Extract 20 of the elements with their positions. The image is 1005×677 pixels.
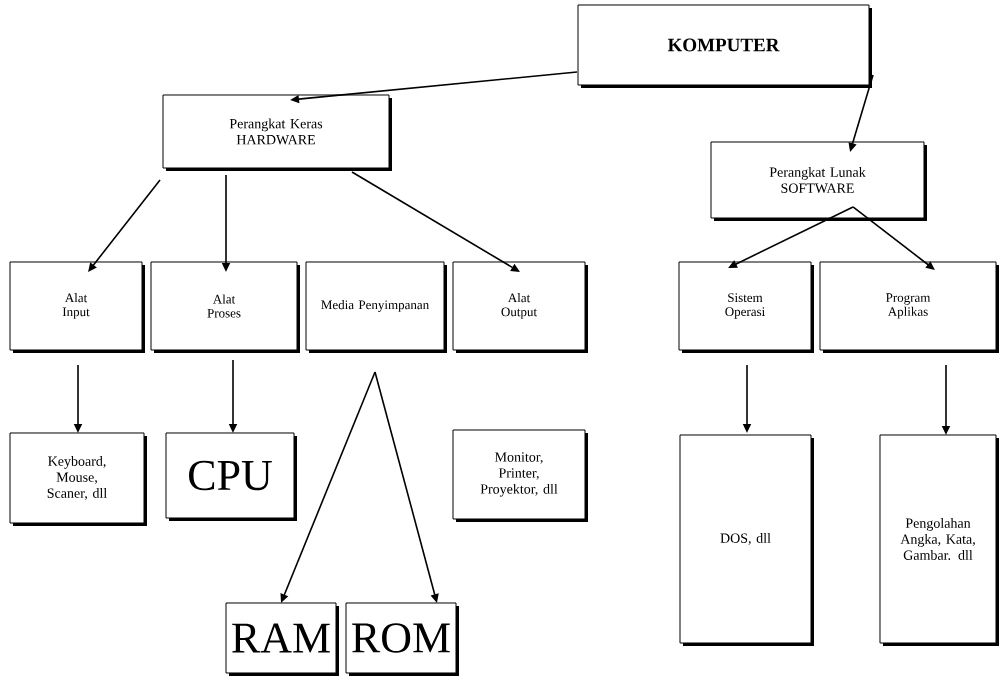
category-box: Perangkat Keras HARDWARE bbox=[162, 94, 392, 171]
group-box: Media Penyimpanan bbox=[305, 261, 447, 353]
item-box: DOS, dll bbox=[679, 434, 814, 646]
arrow bbox=[852, 206, 935, 270]
item-box: ROM bbox=[345, 602, 459, 676]
arrow bbox=[728, 206, 854, 268]
title-box: KOMPUTER bbox=[577, 4, 872, 88]
item-box: Pengolahan Angka, Kata, Gambar. dll bbox=[879, 434, 999, 646]
item-box: RAM bbox=[225, 602, 339, 676]
item-box: Monitor, Printer, Proyektor, dll bbox=[452, 429, 588, 522]
category-box: Perangkat Lunak SOFTWARE bbox=[710, 141, 927, 221]
item-box: CPU bbox=[165, 432, 297, 521]
arrow bbox=[88, 179, 161, 272]
group-box: Alat Output bbox=[452, 261, 588, 353]
item-box: Keyboard, Mouse, Scaner, dll bbox=[9, 432, 147, 526]
group-box: Sistem Operasi bbox=[678, 261, 814, 353]
group-box: Program Aplikas bbox=[819, 261, 999, 353]
arrow bbox=[351, 171, 520, 272]
group-box: Alat Input bbox=[9, 261, 145, 353]
group-box: Alat Proses bbox=[150, 261, 300, 353]
